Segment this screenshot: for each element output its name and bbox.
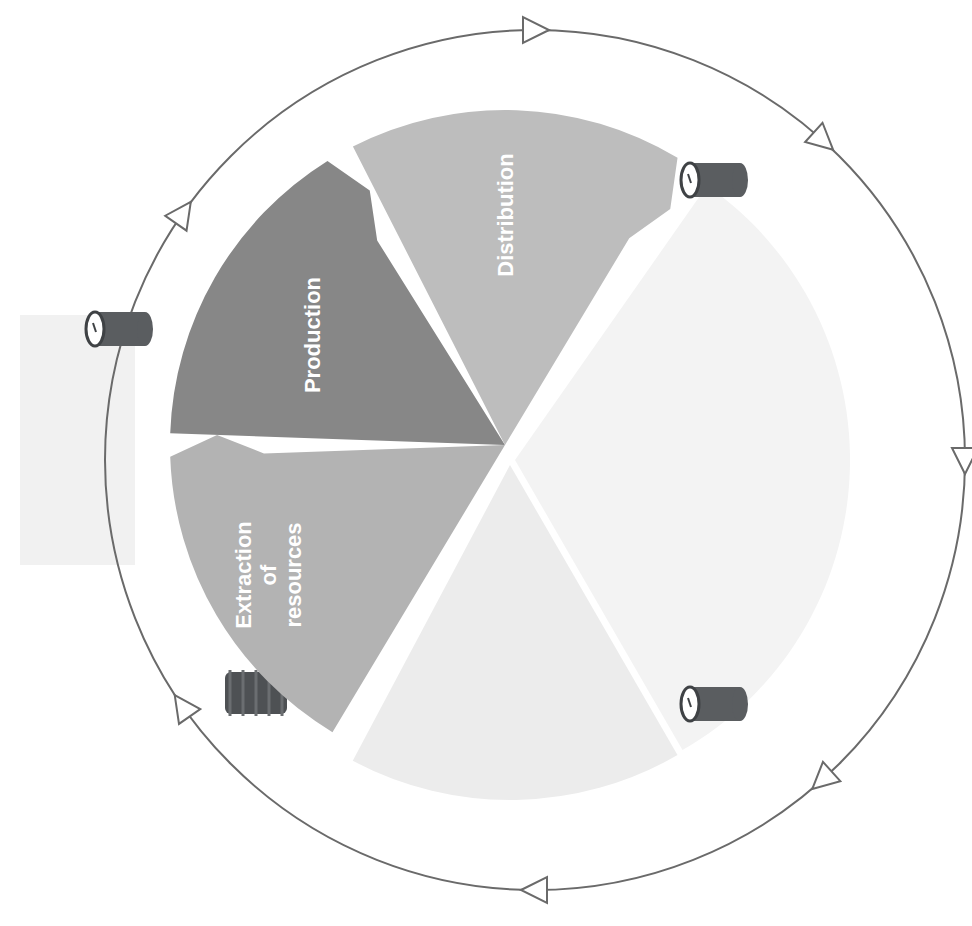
ring-arrowhead — [165, 202, 191, 231]
wedge-label: Distribution — [493, 115, 518, 315]
wedge-shape — [353, 110, 678, 445]
cylinder-face — [86, 312, 104, 346]
cylinder-icon — [681, 163, 748, 197]
ring-arrowhead — [175, 695, 201, 724]
block-ridge — [255, 670, 258, 716]
block-ridge — [229, 670, 232, 716]
cycle-wedge: Distribution — [150, 90, 860, 800]
cylinder-end — [137, 312, 153, 346]
cycle-ring — [105, 30, 965, 890]
cylinder-icon — [681, 687, 748, 721]
ring-arrowhead — [812, 762, 840, 789]
wedge-label: Extraction of resources — [231, 515, 306, 635]
cylinder-icon — [86, 312, 153, 346]
wedge-shape — [170, 435, 505, 732]
ring-arrowhead — [523, 17, 549, 43]
cylinder-end — [732, 687, 748, 721]
cylinder-mark — [93, 323, 96, 332]
cylinder-face — [681, 163, 699, 197]
ring-arrowhead — [521, 877, 547, 903]
cylinder-face — [681, 687, 699, 721]
cylinder-mark — [688, 174, 691, 183]
wedge-label: Production — [300, 235, 325, 435]
cylinder-end — [732, 163, 748, 197]
ring-arrowhead — [805, 123, 833, 150]
ring-arrows — [165, 17, 972, 903]
ring-arrowhead — [952, 448, 972, 474]
block-ridge — [242, 670, 245, 716]
cylinder-mark — [688, 698, 691, 707]
